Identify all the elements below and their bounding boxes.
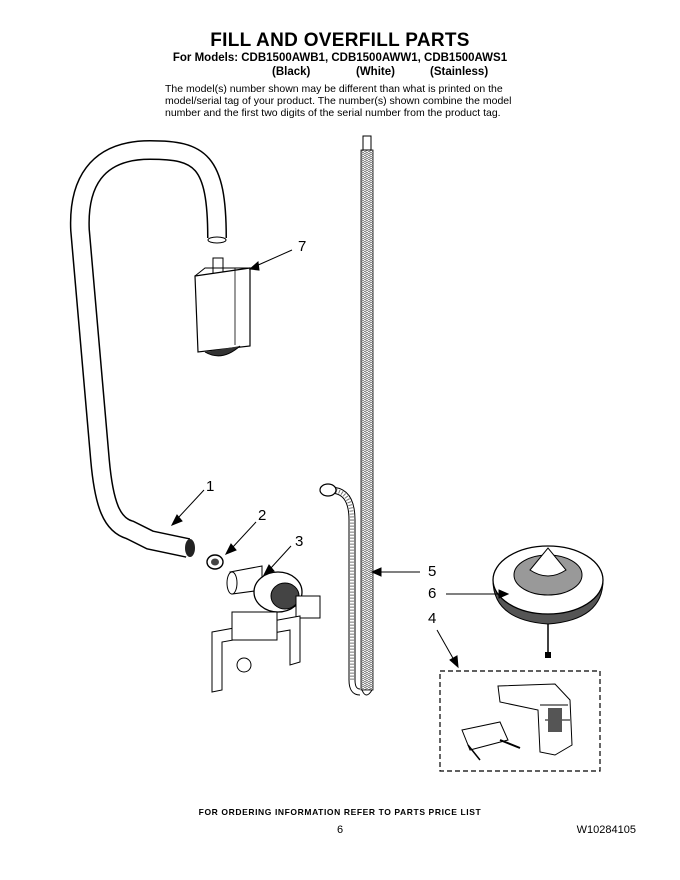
ordering-info: FOR ORDERING INFORMATION REFER TO PARTS …: [198, 807, 482, 817]
callout-5: 5: [428, 563, 437, 580]
hose-clamp: [206, 554, 224, 570]
models-line: For Models: CDB1500AWB1, CDB1500AWW1, CD…: [172, 52, 508, 64]
overfill-float: [492, 545, 604, 658]
callout-6: 6: [428, 585, 437, 602]
fill-hose: [69, 139, 227, 558]
model-number-note: The model(s) number shown may be differe…: [165, 83, 512, 119]
document-number: W10284105: [576, 824, 636, 836]
variant-stainless: (Stainless): [430, 66, 489, 78]
page-title: FILL AND OVERFILL PARTS: [210, 30, 470, 51]
water-valve: [211, 565, 321, 693]
callout-1: 1: [206, 478, 215, 495]
variant-white: (White): [356, 66, 395, 78]
callout-leaders: [170, 249, 510, 669]
callout-4: 4: [428, 610, 437, 627]
fill-funnel: [194, 257, 251, 357]
overfill-tube: [319, 135, 374, 696]
page-number: 6: [336, 824, 344, 836]
float-switch-assembly: [439, 670, 601, 772]
variant-black: (Black): [272, 66, 311, 78]
callout-7: 7: [298, 238, 307, 255]
callout-3: 3: [295, 533, 304, 550]
callout-2: 2: [258, 507, 267, 524]
